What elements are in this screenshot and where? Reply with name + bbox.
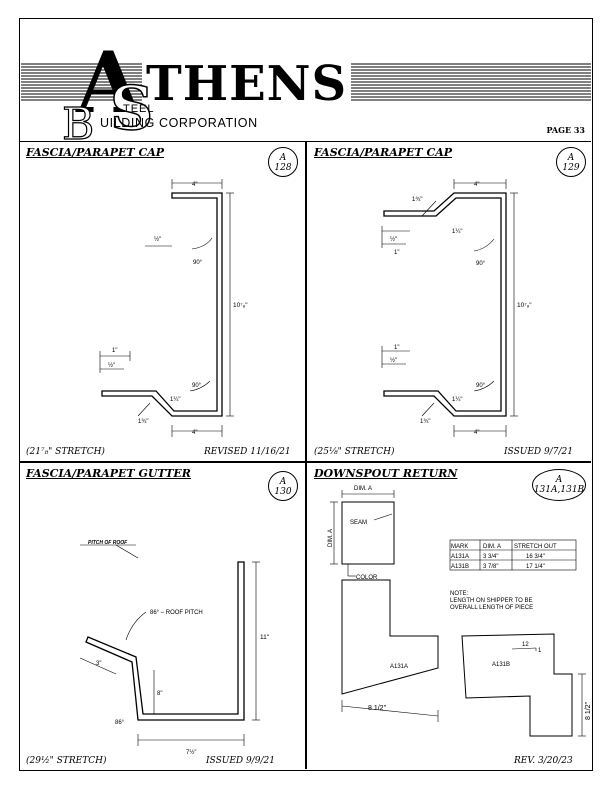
dim-angle-top: 90°	[193, 260, 203, 266]
dim-slope-leg-top: 1¾"	[412, 197, 422, 203]
length-label-a131b: 8 1/2"	[585, 701, 592, 720]
panel-divider-horizontal	[20, 461, 591, 463]
profile-drawing-a129: 4" 4" 10⁷₈" 1¾" 1¼" 90° ½" 1" 1" ½" 90° …	[381, 179, 532, 437]
table-cell: 3 3/4"	[483, 554, 498, 560]
dim-bottom: 7½"	[186, 749, 196, 756]
pitch-of-roof-label: PITCH OF ROOF	[88, 540, 128, 546]
dim-inner: 8"	[157, 691, 162, 697]
page-number: PAGE 33	[546, 125, 586, 135]
table-cell: 16 3/4"	[526, 554, 545, 560]
table-cell: A131B	[451, 564, 469, 570]
badge-letter: A	[279, 153, 287, 163]
badge-number: 130	[274, 487, 292, 497]
dim-lip: 3"	[96, 661, 101, 667]
table-cell: 17 1/4"	[526, 564, 545, 570]
dim-a-side-label: DIM. A	[328, 529, 334, 547]
downspout-drawing-a131: MARK DIM. A STRETCH OUT A131A 3 3/4" 16 …	[328, 486, 592, 737]
note-line: LENGTH ON SHIPPER TO BE	[450, 598, 532, 604]
seam-label: SEAM	[350, 520, 367, 526]
stretch-note-a129: (25⅛" STRETCH)	[314, 447, 395, 457]
dim-bottom: 4"	[474, 430, 479, 436]
dim-bottom: 4"	[192, 430, 197, 436]
logo-wordmark: THENS	[142, 60, 352, 108]
detail-badge-a130: A 130	[268, 471, 298, 501]
revision-note-a131: REV. 3/20/23	[514, 756, 573, 766]
panel-title-a128: FASCIA/PARAPET CAP	[26, 146, 165, 159]
panel-title-a130: FASCIA/PARAPET GUTTER	[26, 467, 191, 480]
slope-run: 12	[522, 642, 529, 648]
title-block: A THENS S B TEEL UILDING CORPORATION PAG…	[20, 19, 591, 147]
badge-number: 129	[562, 163, 580, 173]
dim-height: 10⁷₈"	[233, 302, 248, 309]
panel-title-a131: DOWNSPOUT RETURN	[314, 467, 458, 480]
profile-drawing-a130: PITCH OF ROOF 86° – ROOF PITCH 11" 8" 3"…	[79, 540, 270, 756]
revision-note-a128: REVISED 11/16/21	[204, 447, 291, 457]
dim-angle-top: 90°	[476, 261, 486, 267]
note-heading: NOTE:	[450, 591, 469, 597]
dim-top: 4"	[474, 182, 479, 188]
dim-hem-top: 1"	[394, 250, 399, 256]
badge-letter: A	[555, 475, 563, 485]
badge-number: 131A,131B	[533, 485, 585, 495]
table-header-stretch-out: STRETCH OUT	[514, 544, 557, 550]
drawing-sheet: A THENS S B TEEL UILDING CORPORATION PAG…	[19, 18, 593, 771]
logo-corporation-text: UILDING CORPORATION	[100, 116, 258, 130]
dim-hem-bottom: 1"	[112, 348, 117, 354]
note-line: OVERALL LENGTH OF PIECE	[450, 605, 533, 611]
detail-badge-a129: A 129	[556, 147, 586, 177]
dim-slope-small: 1¼"	[452, 397, 462, 403]
detail-badge-a131: A 131A,131B	[532, 469, 586, 501]
dim-angle-bottom: 90°	[192, 383, 202, 389]
dim-hem-top-half: ½"	[390, 236, 397, 243]
revision-note-a129: ISSUED 9/7/21	[504, 447, 573, 457]
part-label-a131a: A131A	[390, 664, 408, 670]
color-label: COLOR	[356, 575, 378, 581]
dim-hem-bottom: 1"	[394, 345, 399, 351]
panel-title-a129: FASCIA/PARAPET CAP	[314, 146, 453, 159]
stretch-note-a130: (29½" STRETCH)	[26, 756, 107, 766]
dim-hem-bottom-half: ½"	[390, 357, 397, 364]
table-header-mark: MARK	[451, 544, 468, 550]
dim-height: 10⁷₈"	[517, 302, 532, 309]
dim-angle-bottom: 90°	[476, 383, 486, 389]
logo-letter-b: B	[61, 99, 95, 150]
length-label-a131a: 8 1/2"	[368, 705, 387, 712]
stretch-note-a128: (21⁷₈" STRETCH)	[26, 447, 105, 457]
table-cell: A131A	[451, 554, 469, 560]
dim-slope-leg: 1¾"	[420, 419, 430, 425]
dim-hem-top: ½"	[154, 236, 161, 243]
logo-steel-text: TEEL	[123, 103, 155, 115]
badge-letter: A	[279, 477, 287, 487]
dim-a-top-label: DIM. A	[354, 486, 372, 492]
slope-rise: 1	[538, 648, 542, 654]
part-label-a131b: A131B	[492, 662, 510, 668]
panel-divider-vertical	[305, 141, 307, 769]
dim-bottom-angle: 86°	[115, 720, 125, 726]
dim-slope-small-top: 1¼"	[452, 229, 462, 235]
dim-top: 4"	[192, 182, 197, 188]
badge-letter: A	[567, 153, 575, 163]
dim-slope-leg: 1¾"	[138, 419, 148, 425]
revision-note-a130: ISSUED 9/9/21	[206, 756, 275, 766]
logo-letter-a: A	[76, 33, 142, 132]
profile-drawing-a128: 4" 4" 10⁷₈" ½" 90° 1" ½" 90° 1¼" 1¾"	[99, 179, 248, 437]
table-cell: 3 7/8"	[483, 564, 498, 570]
dim-hem-bottom-half: ½"	[108, 362, 115, 369]
table-header-dim-a: DIM. A	[483, 544, 501, 550]
dim-roof-pitch: 86° – ROOF PITCH	[150, 610, 203, 616]
badge-number: 128	[274, 163, 292, 173]
detail-badge-a128: A 128	[268, 147, 298, 177]
logo-letter-s: S	[109, 74, 154, 144]
dim-height: 11"	[260, 634, 270, 641]
dim-slope-small: 1¼"	[170, 397, 180, 403]
